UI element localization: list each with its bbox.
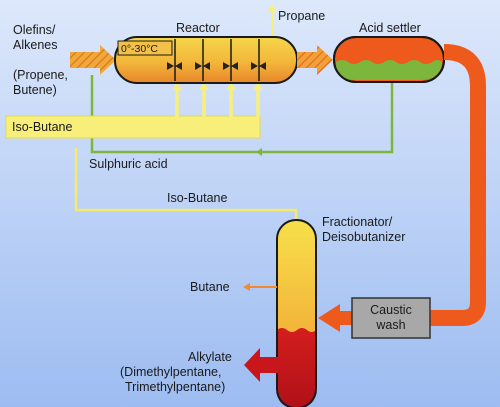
reactor-to-settler-arrow (297, 45, 333, 75)
label-reactor: Reactor (176, 21, 220, 35)
label-deisobutanizer: Deisobutanizer (322, 230, 405, 244)
iso-butane-risers (175, 88, 260, 118)
fractionator-column (276, 219, 317, 407)
propane-arrowhead (268, 4, 276, 11)
acid-arrowhead (256, 148, 262, 156)
temperature-box (117, 40, 173, 56)
acid-settler (333, 36, 445, 83)
label-trimethylpentane: Trimethylpentane) (125, 380, 225, 394)
alkylate-arrow (244, 348, 278, 382)
label-sulphuric-acid: Sulphuric acid (89, 157, 168, 171)
label-alkenes: Alkenes (13, 38, 57, 52)
label-olefins: Olefins/ (13, 23, 56, 37)
label-iso-butane-feed: Iso-Butane (12, 120, 73, 134)
label-alkylate: Alkylate (188, 350, 232, 364)
label-iso-butane-recycle: Iso-Butane (167, 191, 228, 205)
olefin-feed-arrow (70, 45, 116, 75)
label-temperature: 0°-30°C (121, 43, 158, 55)
riser-arrowheads (172, 82, 263, 90)
iso-butane-feed-bar (5, 115, 261, 139)
hydrocarbon-flow-arrow (318, 44, 486, 332)
label-wash: wash (375, 318, 405, 332)
label-butene: Butene) (13, 83, 57, 97)
label-butane: Butane (190, 280, 230, 294)
label-fractionator: Fractionator/ (322, 215, 393, 229)
label-propene: (Propene, (13, 68, 68, 82)
label-dimethylpentane: (Dimethylpentane, (120, 365, 221, 379)
caustic-wash-box (351, 297, 431, 339)
reactor-impellers (167, 62, 266, 70)
label-caustic: Caustic (370, 303, 412, 317)
label-acid-settler: Acid settler (359, 21, 421, 35)
reactor-vessel (114, 36, 298, 84)
sulphuric-acid-line (90, 75, 394, 154)
label-propane: Propane (278, 9, 325, 23)
butane-arrowhead (243, 283, 250, 291)
